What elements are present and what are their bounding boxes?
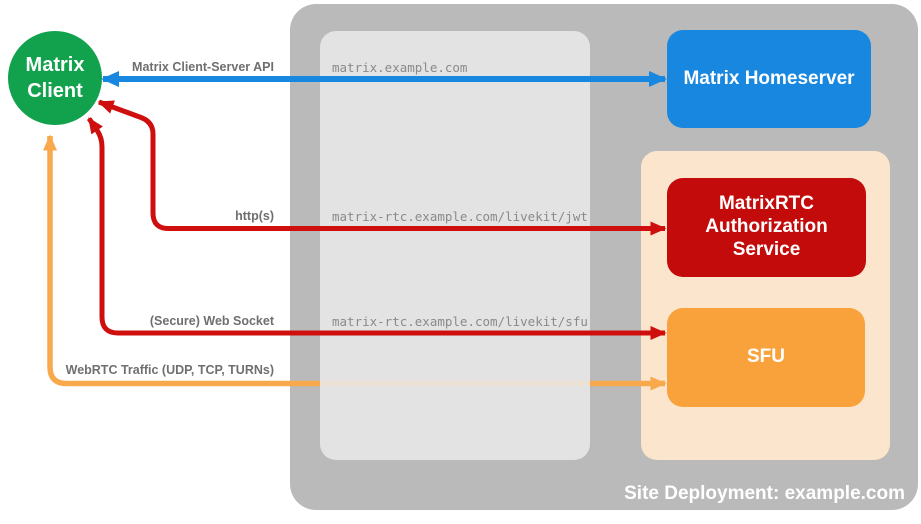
endpoint-livekit-jwt: matrix-rtc.example.com/livekit/jwt xyxy=(332,209,588,224)
websocket-arrow-label: (Secure) Web Socket xyxy=(149,314,274,328)
matrix-client-label-line2: Client xyxy=(27,80,83,102)
matrix-homeserver-node: Matrix Homeserver xyxy=(667,30,871,128)
webrtc-arrow-label: WebRTC Traffic (UDP, TCP, TURNs) xyxy=(65,363,274,377)
endpoint-livekit-sfu: matrix-rtc.example.com/livekit/sfu xyxy=(332,314,588,329)
sfu-node: SFU xyxy=(667,308,865,407)
matrix-client-label-line1: Matrix xyxy=(25,54,85,76)
matrix-client-node: Matrix Client xyxy=(8,31,102,125)
matrix-homeserver-label: Matrix Homeserver xyxy=(683,67,855,89)
endpoint-homeserver: matrix.example.com xyxy=(332,60,468,75)
client-server-api-arrow-label: Matrix Client-Server API xyxy=(132,60,274,74)
web-endpoint-routing-container xyxy=(320,31,590,460)
matrixrtc-authorization-service-node: MatrixRTC Authorization Service xyxy=(667,178,866,277)
site-deployment-caption: Site Deployment: example.com xyxy=(624,483,905,504)
matrixrtc-authorization-service-label: MatrixRTC Authorization Service xyxy=(705,193,828,260)
sfu-label: SFU xyxy=(747,346,785,368)
https-arrow-label: http(s) xyxy=(235,209,274,223)
